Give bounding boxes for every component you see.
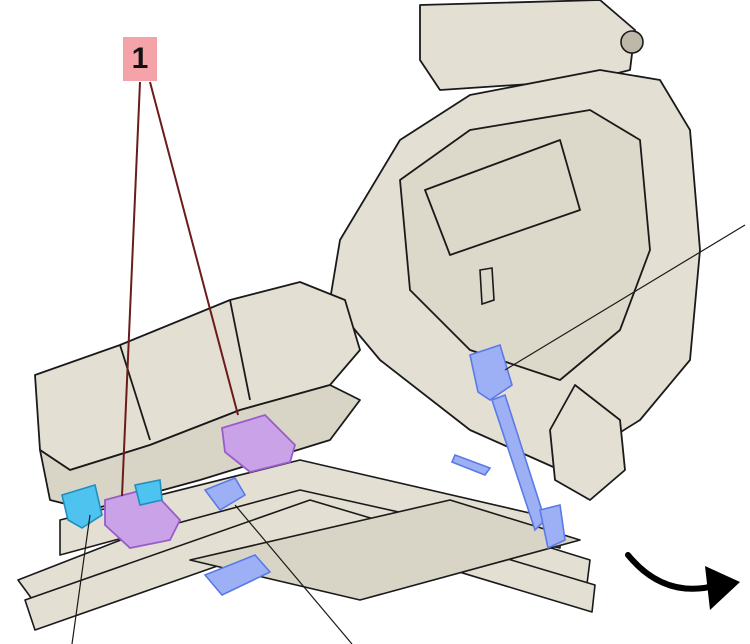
- headrest-knob: [620, 30, 644, 54]
- purple-module-rear: [221, 413, 297, 473]
- blue-parts: [203, 343, 566, 596]
- callout-1-label: 1: [131, 42, 149, 75]
- cyan-module: [61, 479, 163, 529]
- rotation-arrow-icon: [625, 552, 740, 610]
- callout-1-leaders: [121, 81, 239, 497]
- seat-backrest: [329, 0, 701, 501]
- callout-1-badge: 1: [123, 37, 157, 81]
- leader-lines: [71, 224, 746, 644]
- backrest-slot: [479, 267, 495, 306]
